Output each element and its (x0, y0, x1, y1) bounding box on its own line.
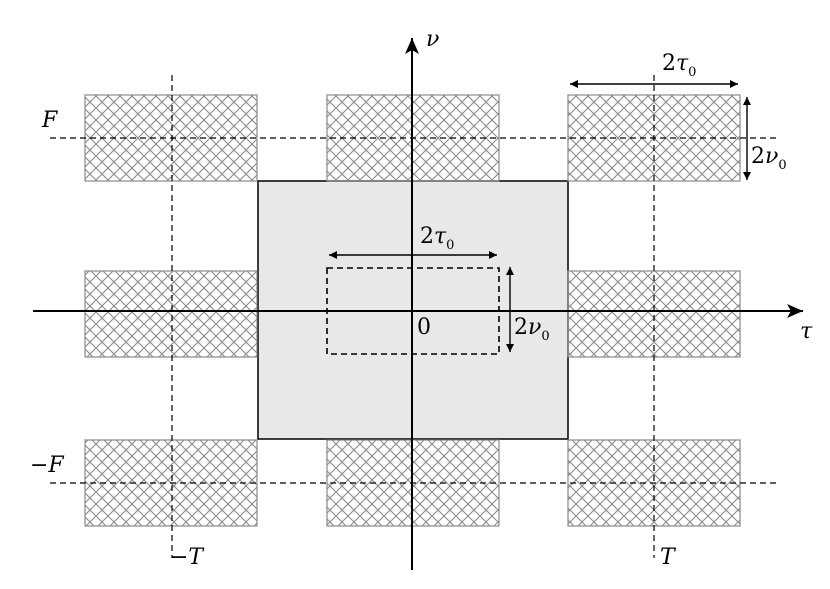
svg-text:2τ0: 2τ0 (420, 224, 454, 253)
svg-text:2ν0: 2ν0 (514, 315, 550, 344)
inner-height-label: 2ν0 (514, 315, 550, 344)
f-label: F (41, 108, 58, 133)
svg-text:2ν0: 2ν0 (751, 144, 787, 173)
outer-width-label: 2τ0 (662, 51, 696, 80)
replica-mid-left (84, 270, 258, 358)
origin-label: 0 (417, 315, 431, 340)
nu-axis-label: ν (426, 27, 439, 52)
svg-text:2τ0: 2τ0 (662, 51, 696, 80)
tau-axis-label: τ (800, 319, 813, 344)
neg-t-label: −T (170, 545, 205, 570)
t-label: T (660, 545, 677, 570)
reference-lines (50, 75, 778, 558)
replica-mid-right (567, 270, 741, 358)
inner-width-label: 2τ0 (420, 224, 454, 253)
neg-f-label: −F (30, 453, 64, 478)
outer-height-label: 2ν0 (751, 144, 787, 173)
